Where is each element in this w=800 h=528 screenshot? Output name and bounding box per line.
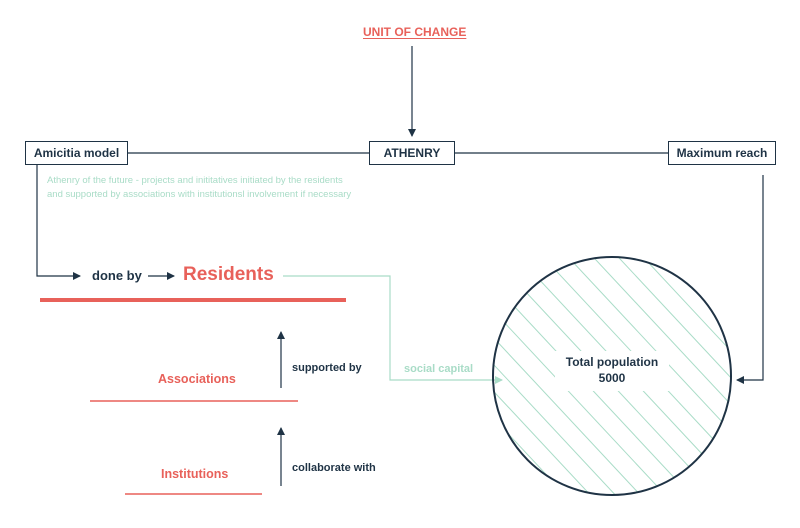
done-by-label: done by	[92, 268, 142, 283]
circle-value: 5000	[598, 371, 626, 385]
social-capital-label: social capital	[404, 363, 474, 375]
reach-to-circle-arrow	[736, 175, 764, 384]
circle-hatching	[493, 257, 731, 495]
amicitia-to-doneby-arrow	[36, 165, 81, 280]
circle-label-backdrop	[555, 351, 669, 391]
circle-label: Total population 5000	[555, 354, 669, 386]
description-line-1: Athenry of the future - projects and ini…	[47, 175, 343, 186]
description-line-2: and supported by associations with insti…	[47, 189, 352, 200]
amicitia-model-box[interactable]: Amicitia model	[25, 141, 128, 165]
collaborate-with-label: collaborate with	[292, 462, 376, 474]
circle-title: Total population	[565, 355, 659, 369]
associations-label: Associations	[158, 372, 236, 386]
social-capital-arrow	[283, 275, 503, 384]
maximum-reach-box[interactable]: Maximum reach	[668, 141, 776, 165]
institutions-label: Institutions	[161, 467, 229, 481]
residents-label: Residents	[183, 264, 274, 285]
unit-of-change-title: UNIT OF CHANGE	[363, 25, 467, 39]
population-circle	[492, 256, 732, 496]
supported-by-label: supported by	[292, 362, 362, 374]
athenry-box[interactable]: ATHENRY	[369, 141, 455, 165]
